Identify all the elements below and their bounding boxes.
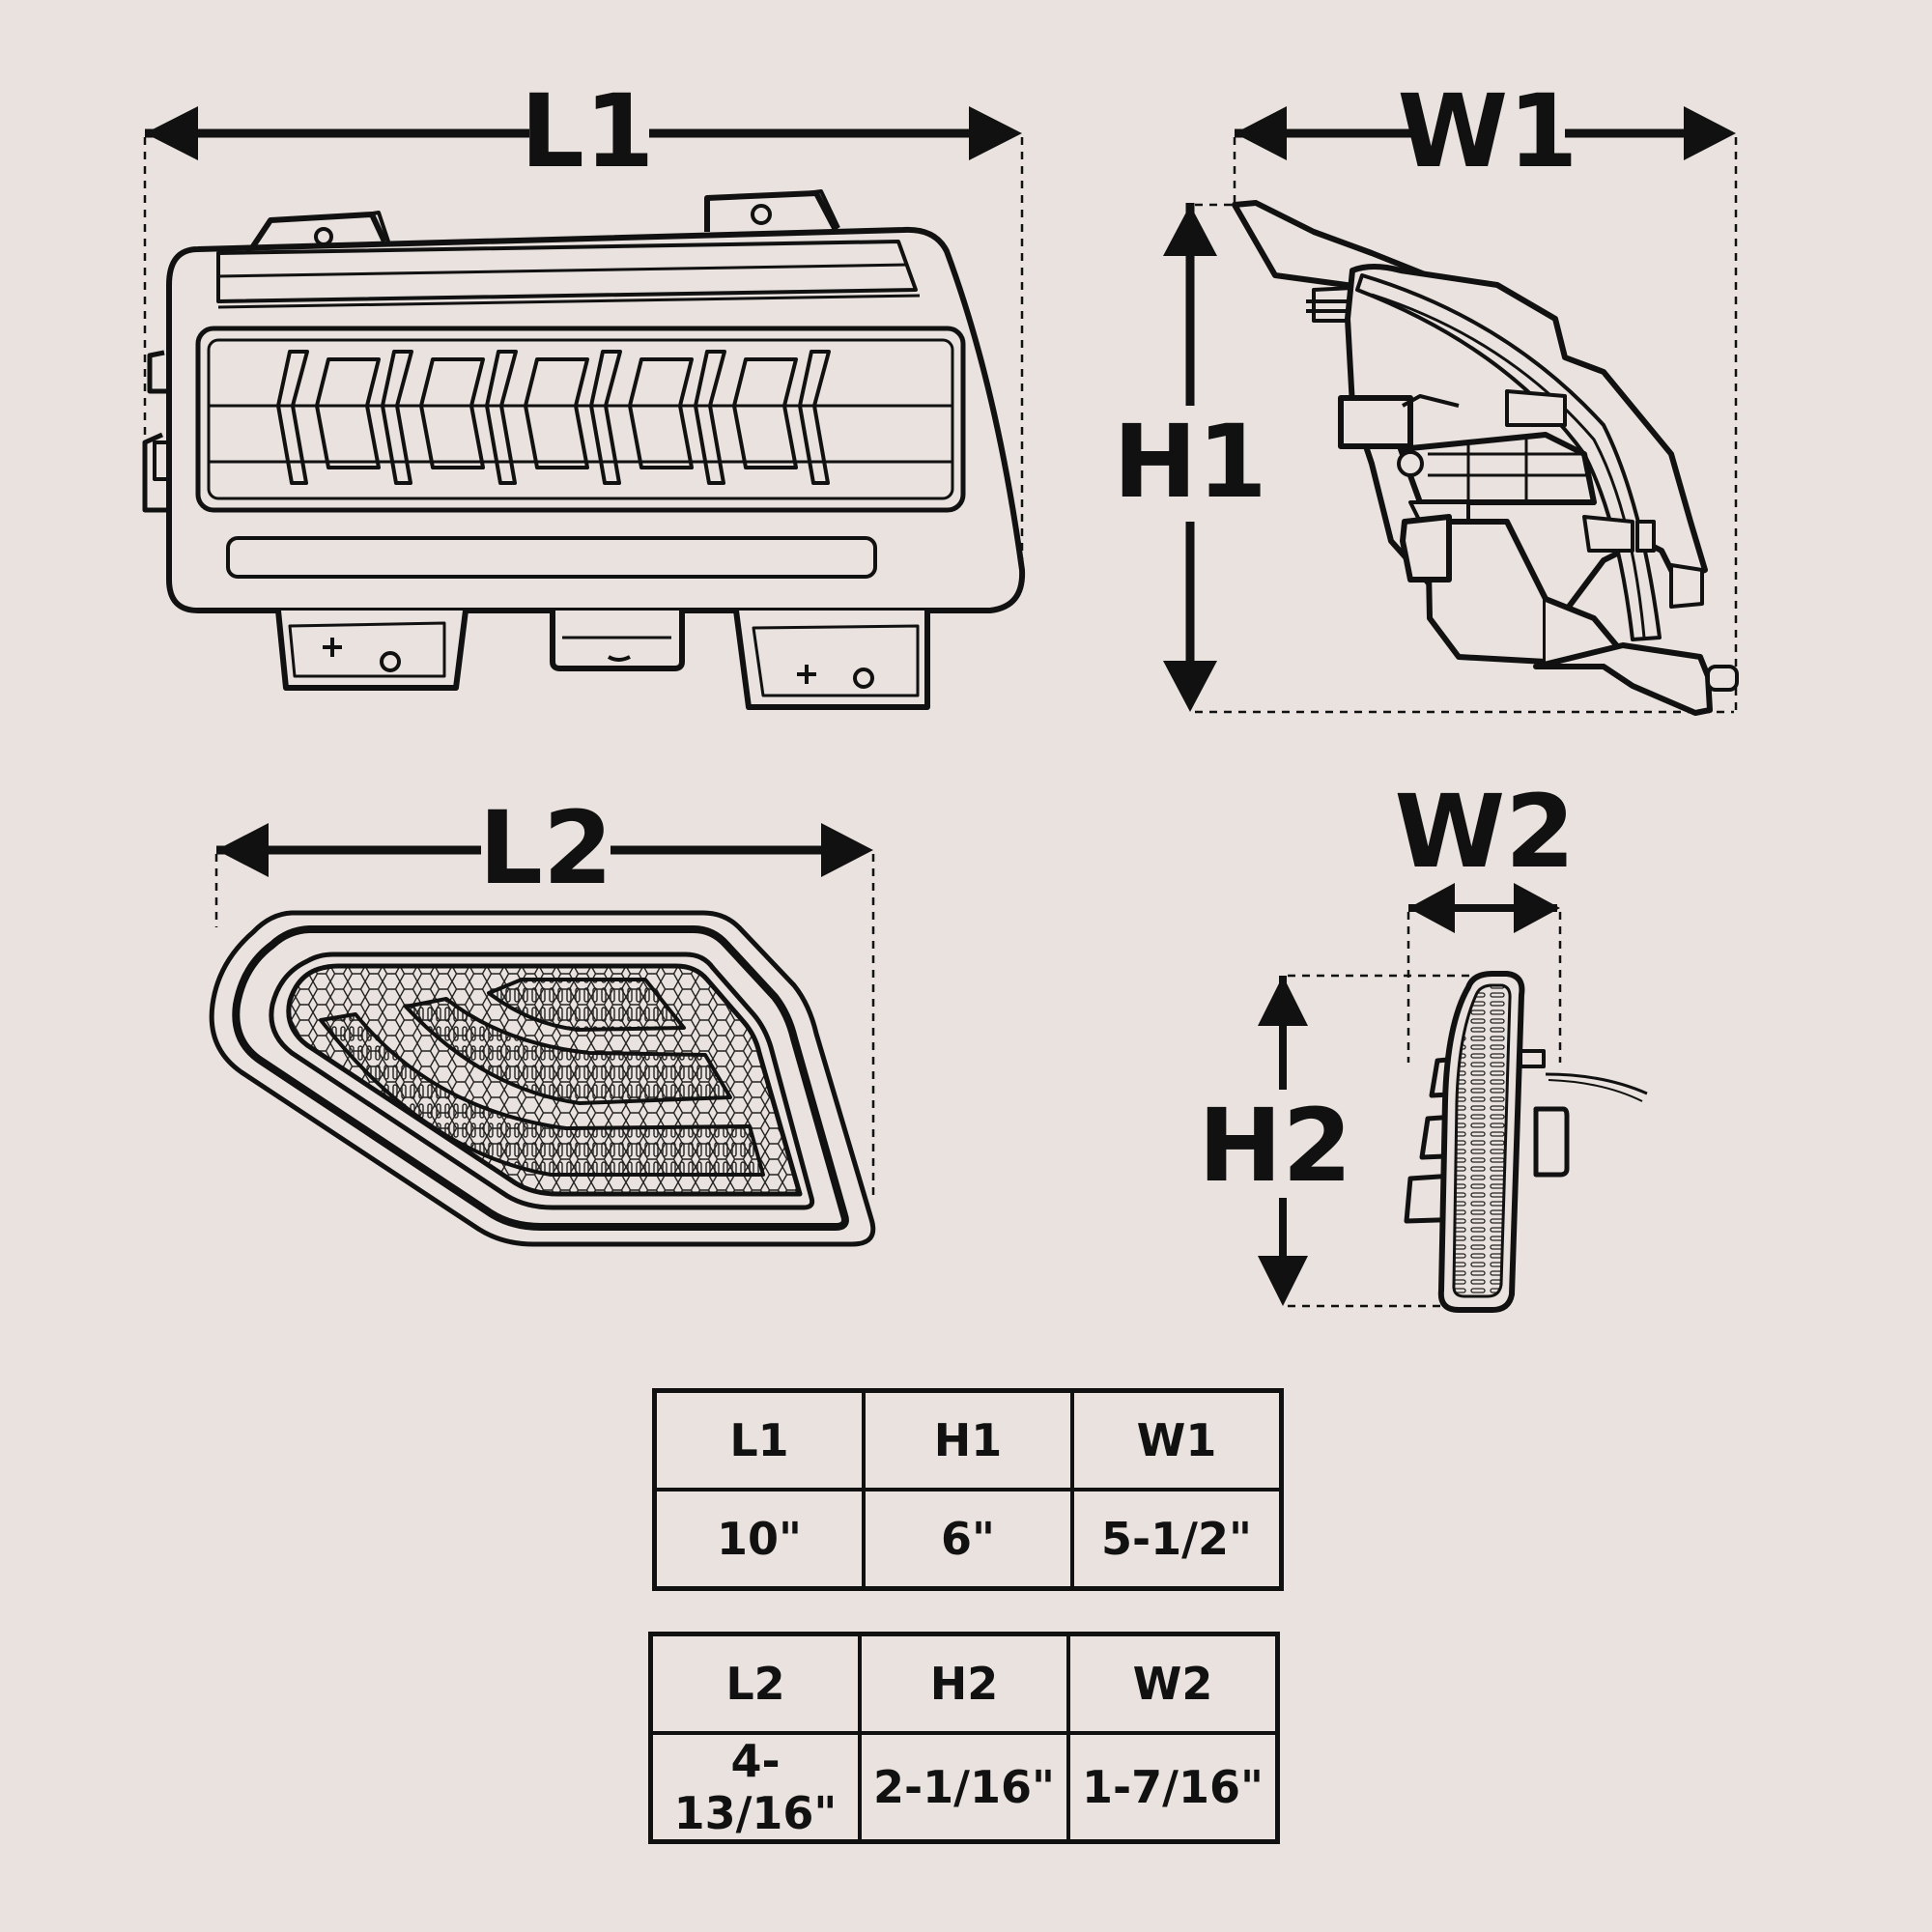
dimension-table-1: L1 H1 W1 10" 6" 5-1/2" [652, 1388, 1284, 1591]
table-header-cell: W2 [1066, 1632, 1280, 1735]
table-value-cell: 1-7/16" [1066, 1731, 1280, 1844]
l2-dimension [214, 823, 875, 1198]
table-header-row: L2 H2 W2 [648, 1632, 1280, 1735]
w2-dimension [1406, 883, 1562, 1063]
table-value-row: 10" 6" 5-1/2" [652, 1488, 1284, 1591]
table-header-row: L1 H1 W1 [652, 1388, 1284, 1492]
table-value-row: 4-13/16" 2-1/16" 1-7/16" [648, 1731, 1280, 1844]
table-value-cell: 5-1/2" [1070, 1488, 1284, 1591]
dimension-table-2: L2 H2 W2 4-13/16" 2-1/16" 1-7/16" [648, 1632, 1280, 1844]
l2-label: L2 [479, 789, 613, 907]
side-marker-side-view [1404, 971, 1648, 1313]
tail-light-front-view [142, 189, 1026, 710]
h2-dimension [1258, 974, 1478, 1308]
w2-label: W2 [1394, 773, 1575, 891]
table-value-cell: 2-1/16" [858, 1731, 1070, 1844]
l1-label: L1 [521, 72, 655, 190]
w1-dimension [1233, 106, 1738, 710]
table-header-cell: H1 [862, 1388, 1074, 1492]
table-value-cell: 10" [652, 1488, 866, 1591]
l1-dimension [143, 106, 1024, 560]
side-marker-front-view [209, 910, 876, 1247]
h1-dimension [1163, 203, 1734, 714]
w1-label: W1 [1397, 72, 1577, 190]
table-header-cell: H2 [858, 1632, 1070, 1735]
table-header-cell: L2 [648, 1632, 862, 1735]
table-header-cell: L1 [652, 1388, 866, 1492]
tail-light-side-view [1232, 200, 1739, 716]
table-value-cell: 4-13/16" [648, 1731, 862, 1844]
table-value-cell: 6" [862, 1488, 1074, 1591]
h1-label: H1 [1113, 403, 1266, 521]
table-header-cell: W1 [1070, 1388, 1284, 1492]
h2-label: H2 [1198, 1087, 1351, 1205]
